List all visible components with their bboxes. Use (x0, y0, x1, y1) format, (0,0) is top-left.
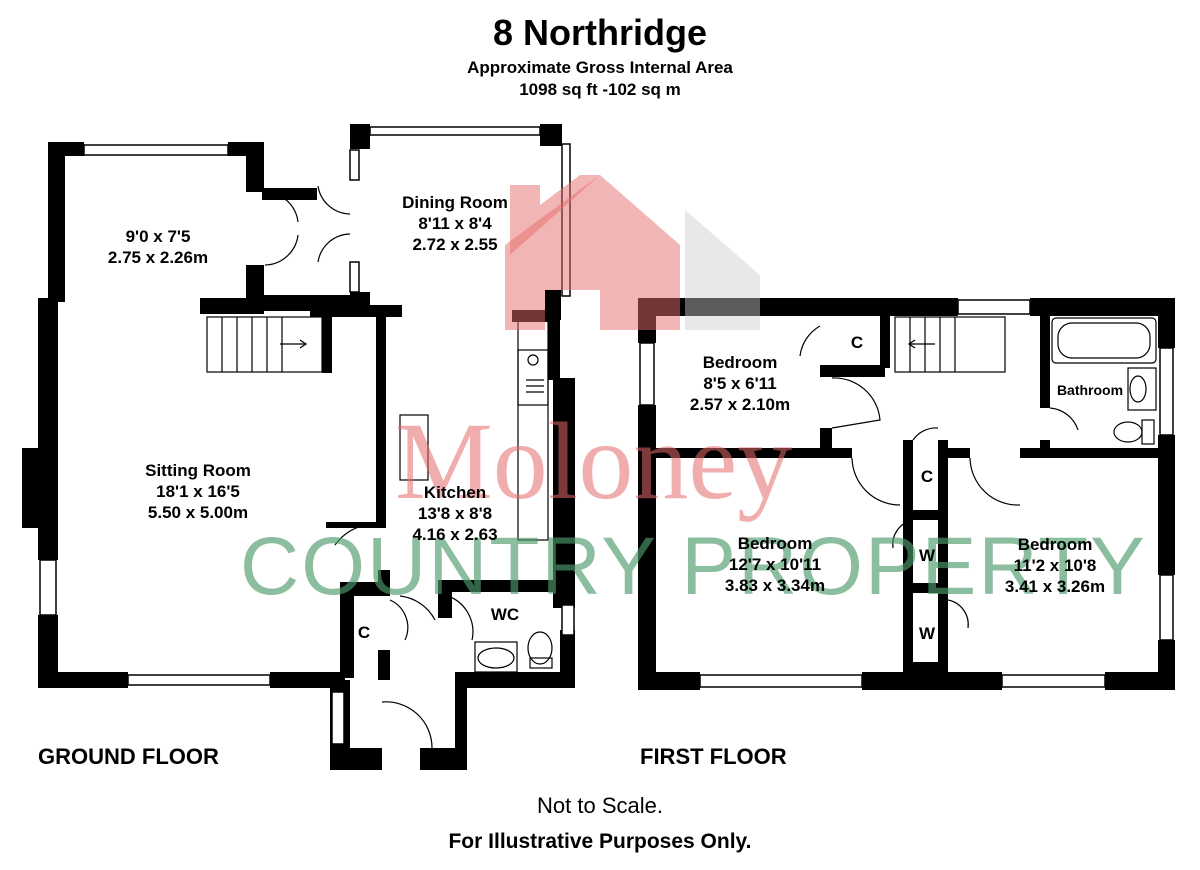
room-conservatory: 9'0 x 7'5 2.75 x 2.26m (107, 227, 209, 267)
ground-floor-label: GROUND FLOOR (38, 744, 219, 769)
room-ground-cupboard: C (357, 623, 371, 642)
brand-watermark-name: Moloney (395, 400, 793, 522)
room-bathroom: Bathroom (1056, 382, 1124, 398)
plan-title: 8 Northridge (492, 12, 707, 53)
first-floor-label: FIRST FLOOR (640, 744, 787, 769)
room-first-cupboard-top: C (850, 333, 864, 352)
room-first-cupboard-mid: C (920, 467, 934, 486)
room-bedroom-mid: Bedroom 12'7 x 10'11 3.83 x 3.34m (724, 534, 826, 595)
room-dining: Dining Room 8'11 x 8'4 2.72 x 2.55 (402, 193, 508, 254)
brand-watermark-tagline: COUNTRY PROPERTY (240, 521, 1147, 612)
room-kitchen: Kitchen 13'8 x 8'8 4.16 x 2.63 (412, 483, 498, 544)
scale-note: Not to Scale. (537, 793, 663, 818)
first-floor-walls (638, 298, 1175, 690)
room-wc: WC (490, 605, 520, 624)
purpose-note: For Illustrative Purposes Only. (448, 830, 752, 853)
room-sitting: Sitting Room 18'1 x 16'5 5.50 x 5.00m (145, 461, 251, 522)
area-value: 1098 sq ft -102 sq m (519, 80, 681, 99)
first-floor-fixtures (799, 316, 1157, 629)
room-bedroom-small: Bedroom 8'5 x 6'11 2.57 x 2.10m (689, 353, 791, 414)
room-bedroom-right: Bedroom 11'2 x 10'8 3.41 x 3.26m (1004, 535, 1106, 596)
room-wardrobe-1: W (918, 546, 936, 565)
first-floor-windows (639, 299, 1174, 688)
ground-floor-fixtures (206, 185, 553, 749)
room-wardrobe-2: W (918, 624, 936, 643)
area-subtitle: Approximate Gross Internal Area (467, 58, 733, 77)
